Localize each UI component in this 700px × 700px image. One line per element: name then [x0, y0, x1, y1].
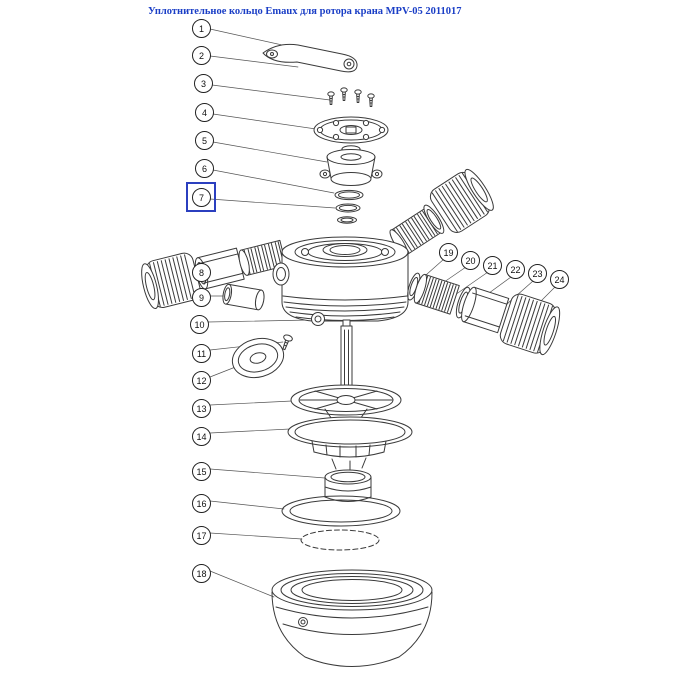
cover-part: [319, 145, 383, 186]
callout-number: 6: [201, 163, 207, 174]
small-screw-part: [282, 334, 293, 351]
callout-number: 4: [201, 107, 207, 118]
callout-number: 9: [198, 292, 204, 303]
callout-number: 21: [487, 260, 498, 271]
callout-number: 20: [465, 255, 476, 266]
callout-number: 18: [196, 568, 207, 579]
dashed-ring-part: [300, 529, 380, 551]
callout-9[interactable]: 9: [192, 288, 211, 307]
callout-number: 15: [196, 466, 207, 477]
callout-4[interactable]: 4: [195, 103, 214, 122]
callout-number: 24: [554, 274, 565, 285]
rotor-stem-part: [290, 319, 402, 432]
callout-number: 5: [201, 135, 207, 146]
top-flange-part: [313, 116, 389, 144]
o-rings-part: [334, 189, 364, 224]
nozzle-part: [222, 283, 265, 311]
callout-number: 19: [443, 247, 454, 258]
right-upper-port-assembly: [389, 168, 494, 256]
highlight-box: [186, 182, 216, 212]
callout-14[interactable]: 14: [192, 427, 211, 446]
callout-number: 14: [196, 431, 207, 442]
callout-22[interactable]: 22: [506, 260, 525, 279]
callout-number: 10: [194, 319, 205, 330]
bottom-flange-part: [287, 416, 413, 472]
callout-number: 1: [198, 23, 204, 34]
page-title: Уплотнительное кольцо Emaux для ротора к…: [148, 6, 462, 17]
callout-number: 8: [198, 267, 204, 278]
callout-2[interactable]: 2: [192, 46, 211, 65]
callout-number: 2: [198, 50, 204, 61]
callout-8[interactable]: 8: [192, 263, 211, 282]
callout-24[interactable]: 24: [550, 270, 569, 289]
callout-13[interactable]: 13: [192, 399, 211, 418]
callout-7[interactable]: 7: [192, 188, 211, 207]
callout-number: 16: [196, 498, 207, 509]
callout-23[interactable]: 23: [528, 264, 547, 283]
callout-21[interactable]: 21: [483, 256, 502, 275]
callout-number: 13: [196, 403, 207, 414]
callout-number: 7: [198, 192, 204, 203]
tank-adapter-part: [271, 569, 433, 667]
callout-5[interactable]: 5: [195, 131, 214, 150]
callout-18[interactable]: 18: [192, 564, 211, 583]
callout-number: 23: [532, 268, 543, 279]
callout-12[interactable]: 12: [192, 371, 211, 390]
callout-20[interactable]: 20: [461, 251, 480, 270]
callout-16[interactable]: 16: [192, 494, 211, 513]
left-port-assembly: [141, 239, 287, 310]
callout-15[interactable]: 15: [192, 462, 211, 481]
callout-number: 11: [196, 348, 207, 359]
callout-17[interactable]: 17: [192, 526, 211, 545]
collar-part: [324, 469, 372, 502]
callout-number: 3: [200, 78, 206, 89]
callout-6[interactable]: 6: [195, 159, 214, 178]
valve-body: [272, 236, 409, 326]
callout-number: 17: [196, 530, 207, 541]
callout-number: 12: [196, 375, 207, 386]
callout-1[interactable]: 1: [192, 19, 211, 38]
handle-part: [262, 43, 358, 73]
callout-number: 22: [510, 264, 521, 275]
lid-part: [231, 337, 285, 379]
screws-part: [327, 87, 375, 107]
callout-11[interactable]: 11: [192, 344, 211, 363]
large-o-ring-part: [281, 495, 401, 527]
callout-19[interactable]: 19: [439, 243, 458, 262]
right-lower-port-assembly: [407, 272, 561, 356]
callout-10[interactable]: 10: [190, 315, 209, 334]
callout-3[interactable]: 3: [194, 74, 213, 93]
